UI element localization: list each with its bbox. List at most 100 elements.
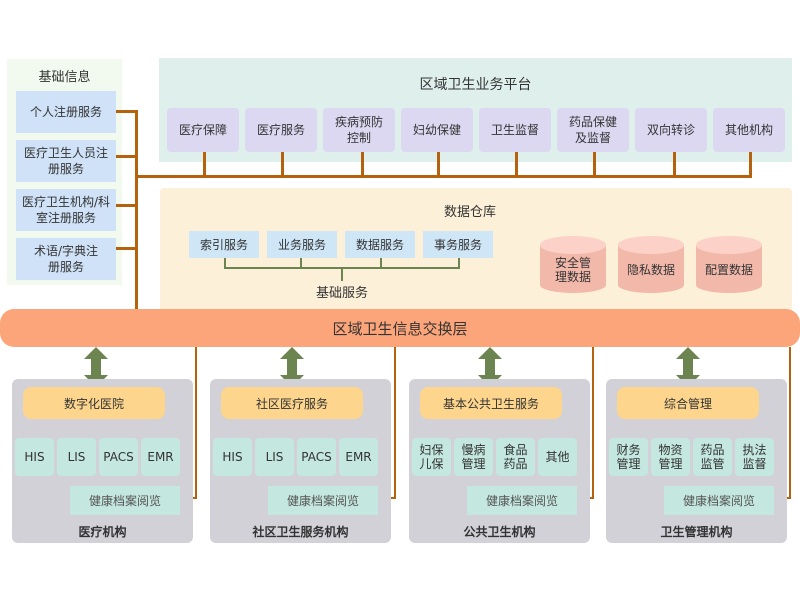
platform-item[interactable]: 医疗保障 [167,108,239,152]
exchange-layer[interactable]: 区域卫生信息交换层 [0,309,800,347]
system-item-label: 药品监管 [700,443,725,471]
connector-line [789,347,791,499]
system-item[interactable]: 执法监督 [735,438,774,476]
system-item[interactable]: LIS [57,438,96,476]
connector-line [281,152,284,176]
system-item-label: LIS [67,450,86,464]
org-header-label: 社区医疗服务 [255,396,328,411]
basic-info-item-label: 个人注册服务 [29,105,102,119]
health-record-view[interactable]: 健康档案阅览 [70,486,180,515]
platform-item[interactable]: 医疗服务 [245,108,317,152]
platform-item[interactable]: 卫生监督 [479,108,551,152]
database-icon[interactable]: 隐私数据 [618,235,684,295]
system-item-label: PACS [301,450,332,464]
system-item[interactable]: LIS [255,438,294,476]
system-item[interactable]: PACS [99,438,138,476]
health-record-label: 健康档案阅览 [485,494,558,508]
connector-line [135,175,160,178]
base-service-label: 基础服务 [315,285,368,301]
system-item[interactable]: 财务管理 [609,438,648,476]
connector-line [515,152,518,176]
system-item[interactable]: EMR [141,438,180,476]
platform-item-label: 其他机构 [724,123,773,137]
system-item-label: 其他 [545,450,570,464]
connector-line [195,347,197,499]
service-item[interactable]: 数据服务 [345,231,415,258]
basic-info-item[interactable]: 医疗卫生人员注册服务 [16,140,116,182]
system-item[interactable]: 食品药品 [496,438,535,476]
connector-line [203,152,206,176]
system-item[interactable]: 药品监管 [693,438,732,476]
org-header-label: 综合管理 [663,396,712,411]
system-item-label: LIS [265,450,284,464]
connector-line [160,175,752,178]
service-item[interactable]: 索引服务 [189,231,259,258]
system-item[interactable]: 妇保儿保 [412,438,451,476]
system-item-label: 食品药品 [503,443,528,471]
bidirectional-arrow-icon [280,347,304,387]
org-header[interactable]: 数字化医院 [23,387,165,419]
platform-item-label: 疾病预防控制 [335,115,384,145]
database-icon[interactable]: 安全管理数据 [540,235,606,295]
connector-line [394,347,396,499]
org-header[interactable]: 社区医疗服务 [221,387,363,419]
system-item-label: 妇保儿保 [419,443,444,471]
system-item[interactable]: 其他 [538,438,577,476]
basic-info-title: 基础信息 [38,69,91,85]
system-item[interactable]: HIS [213,438,252,476]
basic-info-item[interactable]: 术语/字典注册服务 [16,238,116,280]
platform-item-label: 妇幼保健 [412,123,461,137]
basic-info-item[interactable]: 医疗卫生机构/科室注册服务 [16,189,116,231]
platform-item[interactable]: 其他机构 [713,108,785,152]
system-item[interactable]: 慢病管理 [454,438,493,476]
database-label: 安全管理数据 [554,256,591,284]
basic-info-item-label: 医疗卫生机构/科室注册服务 [21,195,111,225]
service-connector [300,258,302,269]
org-name: 公共卫生机构 [463,524,536,539]
platform-item-label: 医疗服务 [256,123,305,137]
system-item[interactable]: 物资管理 [651,438,690,476]
platform-item-label: 医疗保障 [178,123,227,137]
system-item-label: EMR [147,450,174,464]
bidirectional-arrow-icon [478,347,502,387]
database-label: 隐私数据 [626,263,675,277]
system-item-label: 慢病管理 [461,443,486,471]
org-header[interactable]: 基本公共卫生服务 [420,387,562,419]
health-record-label: 健康档案阅览 [286,494,359,508]
org-header-label: 数字化医院 [63,396,124,411]
system-item-label: 执法监督 [742,443,767,471]
cylinder-shape [618,236,684,293]
platform-item[interactable]: 妇幼保健 [401,108,473,152]
platform-item[interactable]: 疾病预防控制 [323,108,395,152]
basic-info-item-label: 医疗卫生人员注册服务 [24,146,109,176]
system-item[interactable]: HIS [15,438,54,476]
business-platform-title: 区域卫生业务平台 [419,77,532,93]
connector-line [593,152,596,176]
cylinder-shape [696,236,762,293]
org-header[interactable]: 综合管理 [617,387,759,419]
health-record-view[interactable]: 健康档案阅览 [268,486,378,515]
basic-info-item[interactable]: 个人注册服务 [16,91,116,133]
service-item-label: 索引服务 [199,238,248,252]
system-item-label: HIS [24,450,45,464]
connector-line [116,155,136,158]
system-item[interactable]: PACS [297,438,336,476]
service-item-label: 事务服务 [433,238,482,252]
exchange-layer-label: 区域卫生信息交换层 [332,319,468,338]
service-item[interactable]: 事务服务 [423,231,493,258]
system-item-label: 物资管理 [658,443,683,471]
health-record-view[interactable]: 健康档案阅览 [664,486,774,515]
health-record-view[interactable]: 健康档案阅览 [467,486,577,515]
connector-line [437,152,440,176]
platform-item[interactable]: 双向转诊 [635,108,707,152]
data-warehouse-title: 数据仓库 [443,204,496,220]
org-name: 卫生管理机构 [660,524,733,539]
health-record-label: 健康档案阅览 [682,494,755,508]
database-icon[interactable]: 配置数据 [696,235,762,295]
service-item-label: 数据服务 [355,238,404,252]
org-name: 社区卫生服务机构 [252,524,349,539]
system-item-label: EMR [345,450,372,464]
platform-item[interactable]: 药品保健及监督 [557,108,629,152]
service-item[interactable]: 业务服务 [267,231,337,258]
system-item[interactable]: EMR [339,438,378,476]
